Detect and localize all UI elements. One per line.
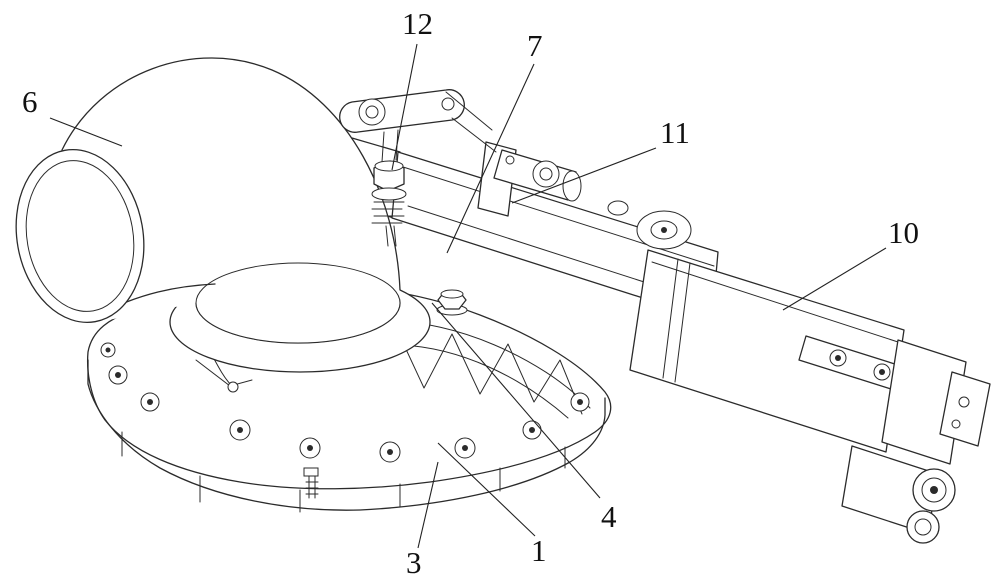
flange-bolts bbox=[100, 342, 590, 463]
pipe-outer-curve bbox=[61, 57, 401, 291]
callout-label-7: 7 bbox=[527, 28, 543, 63]
flange-edge-ticks bbox=[121, 431, 566, 513]
cylinder-body bbox=[607, 200, 991, 535]
leader-6 bbox=[49, 117, 123, 147]
bottom-screw bbox=[303, 467, 319, 499]
leader-3 bbox=[417, 461, 439, 549]
elbow-pipe bbox=[15, 57, 401, 344]
callout-label-11: 11 bbox=[660, 115, 690, 150]
callout-labels: 6 12 7 11 10 4 1 3 bbox=[22, 6, 919, 578]
plate-screws bbox=[829, 349, 917, 395]
leader-10 bbox=[782, 247, 887, 311]
rocker-link bbox=[339, 89, 465, 133]
callout-label-10: 10 bbox=[888, 215, 919, 250]
pipe-mouth-inner bbox=[25, 160, 135, 312]
leader-lines bbox=[49, 43, 887, 549]
callout-label-1: 1 bbox=[531, 533, 547, 568]
callout-label-6: 6 bbox=[22, 84, 38, 119]
latch-lever bbox=[195, 341, 253, 393]
leader-11 bbox=[511, 147, 657, 204]
leader-7 bbox=[446, 63, 535, 254]
leader-4 bbox=[431, 302, 601, 499]
pipe-mouth-outer bbox=[15, 148, 145, 324]
pipe-body-fill bbox=[62, 58, 400, 343]
clamp-ring-inner bbox=[539, 167, 553, 181]
end-block-outer bbox=[939, 371, 991, 447]
pneumatic-fittings bbox=[906, 468, 956, 544]
callout-label-4: 4 bbox=[601, 499, 617, 534]
leader-12 bbox=[391, 43, 418, 171]
hex-nut-4 bbox=[436, 289, 468, 316]
pipe-collar-seam bbox=[195, 262, 401, 344]
washer-12 bbox=[371, 187, 407, 201]
bellows-12 bbox=[371, 201, 405, 247]
bolt-link-assembly bbox=[339, 89, 497, 247]
cylinder-main bbox=[629, 249, 905, 453]
callout-label-3: 3 bbox=[406, 545, 422, 578]
callout-label-12: 12 bbox=[402, 6, 433, 41]
clamp-block bbox=[477, 141, 582, 217]
leader-1 bbox=[437, 442, 536, 537]
flange-side-wall bbox=[87, 359, 606, 511]
